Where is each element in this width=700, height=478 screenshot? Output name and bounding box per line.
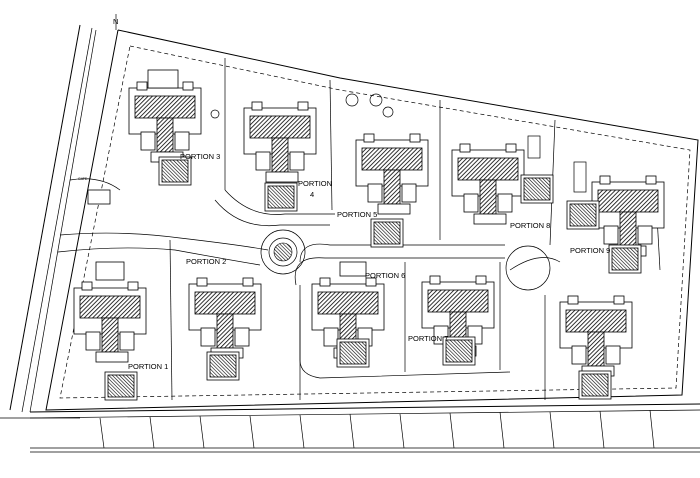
portion-3-label: PORTION 3	[180, 152, 220, 161]
roundabout-west	[260, 229, 306, 275]
house-southeast	[559, 295, 633, 400]
house-portion-1	[73, 261, 147, 401]
house-portion-5	[355, 133, 429, 248]
portion-9-label: PORTION 9	[570, 246, 610, 255]
house-portion-8	[451, 143, 554, 225]
gatehouse: GATE	[69, 177, 121, 205]
house-portion-2	[188, 277, 262, 381]
portion-7-label: PORTION 7	[408, 334, 448, 343]
trees	[210, 93, 587, 193]
north-arrow: N	[113, 14, 118, 30]
house-portion-7	[421, 275, 495, 366]
site-boundary	[45, 29, 699, 411]
portion-6-label: PORTION 6	[365, 271, 405, 280]
house-portion-9	[566, 175, 665, 274]
portion-4-label: PORTION	[298, 179, 332, 188]
house-portion-4	[243, 101, 317, 212]
portion-8-label: PORTION 8	[510, 221, 550, 230]
bottom-road	[29, 403, 700, 453]
house-portion-3	[128, 69, 202, 186]
portion-1-label: PORTION 1	[128, 362, 168, 371]
portion-5-label: PORTION 5	[337, 210, 377, 219]
svg-text:GATE: GATE	[78, 177, 88, 181]
left-road	[0, 24, 97, 419]
portion-2-label: PORTION 2	[186, 257, 226, 266]
north-label: N	[113, 17, 118, 26]
house-portion-6	[311, 261, 385, 368]
roundabout-east	[505, 245, 551, 291]
portion-4-number: 4	[310, 190, 314, 199]
